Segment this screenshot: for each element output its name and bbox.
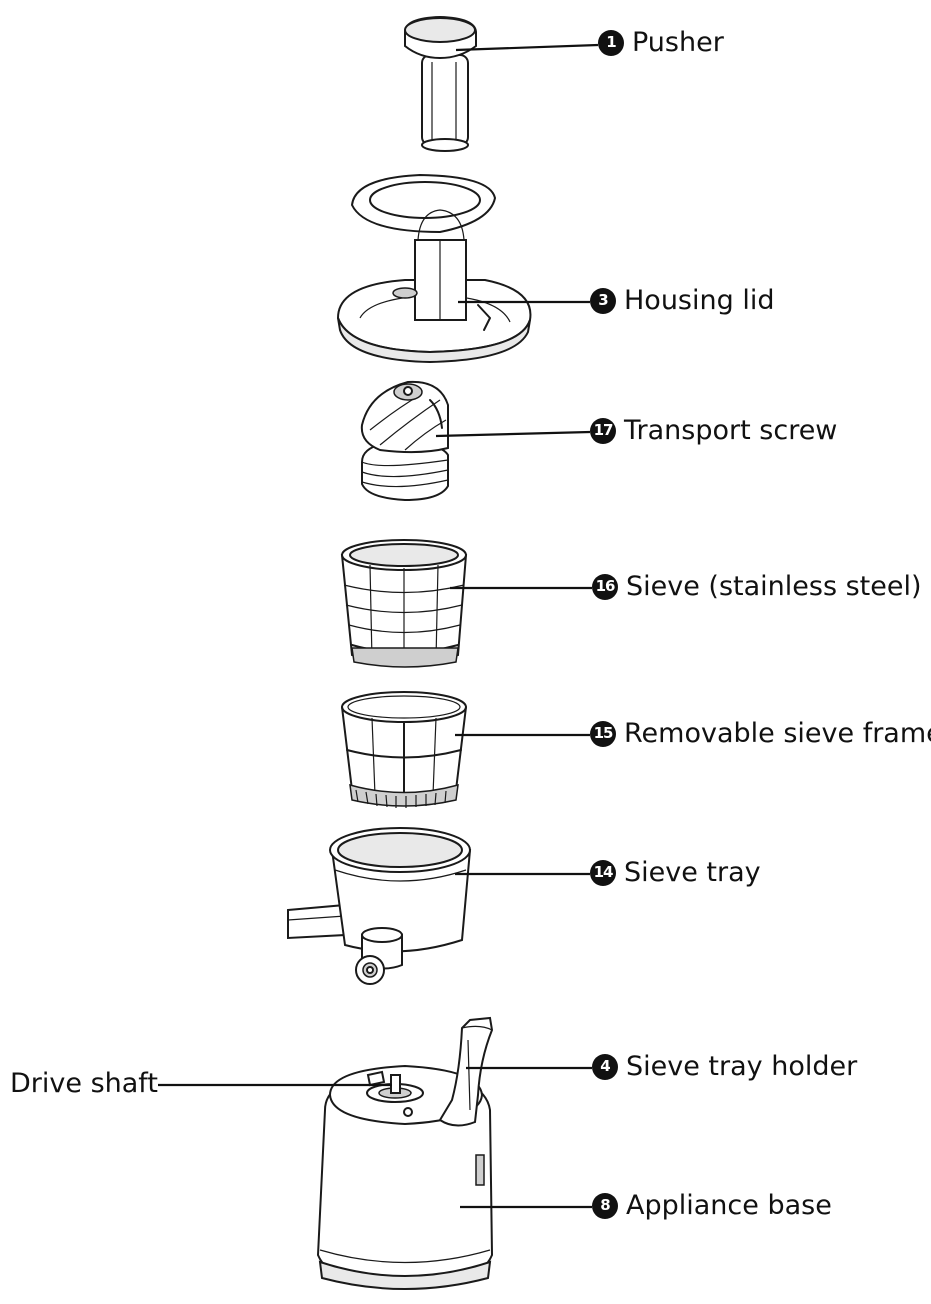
part-number-badge: 16 xyxy=(592,573,618,600)
part-name: Housing lid xyxy=(624,285,775,316)
part-number-badge: 17 xyxy=(590,417,616,444)
sieve-frame-drawing xyxy=(341,691,467,808)
leader-transport-screw xyxy=(435,430,591,438)
part-number-badge: 1 xyxy=(598,29,624,56)
callout-sieve-tray: 14 Sieve tray xyxy=(590,859,761,886)
part-number-badge: 3 xyxy=(590,287,616,314)
callout-sieve: 16 Sieve (stainless steel) xyxy=(592,573,922,600)
drive-shaft-label: Drive shaft xyxy=(10,1068,158,1099)
sieve-tray-drawing xyxy=(287,827,472,985)
leader-lines xyxy=(158,43,599,1209)
callout-sieve-frame: 15 Removable sieve frame xyxy=(590,720,931,747)
callout-drive-shaft: Drive shaft xyxy=(10,1070,158,1097)
sieve-drawing xyxy=(340,539,468,668)
callout-housing-lid: 3 Housing lid xyxy=(590,287,774,314)
part-name: Sieve tray xyxy=(624,857,761,888)
part-name: Sieve (stainless steel) xyxy=(626,571,922,602)
part-name: Pusher xyxy=(632,27,724,58)
part-name: Removable sieve frame xyxy=(624,718,931,749)
transport-screw-drawing xyxy=(360,380,449,502)
part-name: Appliance base xyxy=(626,1190,832,1221)
pusher-drawing xyxy=(404,15,477,152)
housing-lid-drawing xyxy=(336,173,532,364)
callout-sieve-tray-holder: 4 Sieve tray holder xyxy=(592,1053,857,1080)
part-number-badge: 14 xyxy=(590,859,616,886)
callout-appliance-base: 8 Appliance base xyxy=(592,1192,832,1219)
part-number-badge: 4 xyxy=(592,1053,618,1080)
callout-transport-screw: 17 Transport screw xyxy=(590,417,837,444)
part-name: Sieve tray holder xyxy=(626,1051,858,1082)
leader-pusher xyxy=(455,43,599,52)
part-name: Transport screw xyxy=(624,415,838,446)
part-number-badge: 8 xyxy=(592,1192,618,1219)
appliance-base-drawing xyxy=(316,1016,494,1290)
part-number-badge: 15 xyxy=(590,720,616,747)
callout-pusher: 1 Pusher xyxy=(598,29,724,56)
